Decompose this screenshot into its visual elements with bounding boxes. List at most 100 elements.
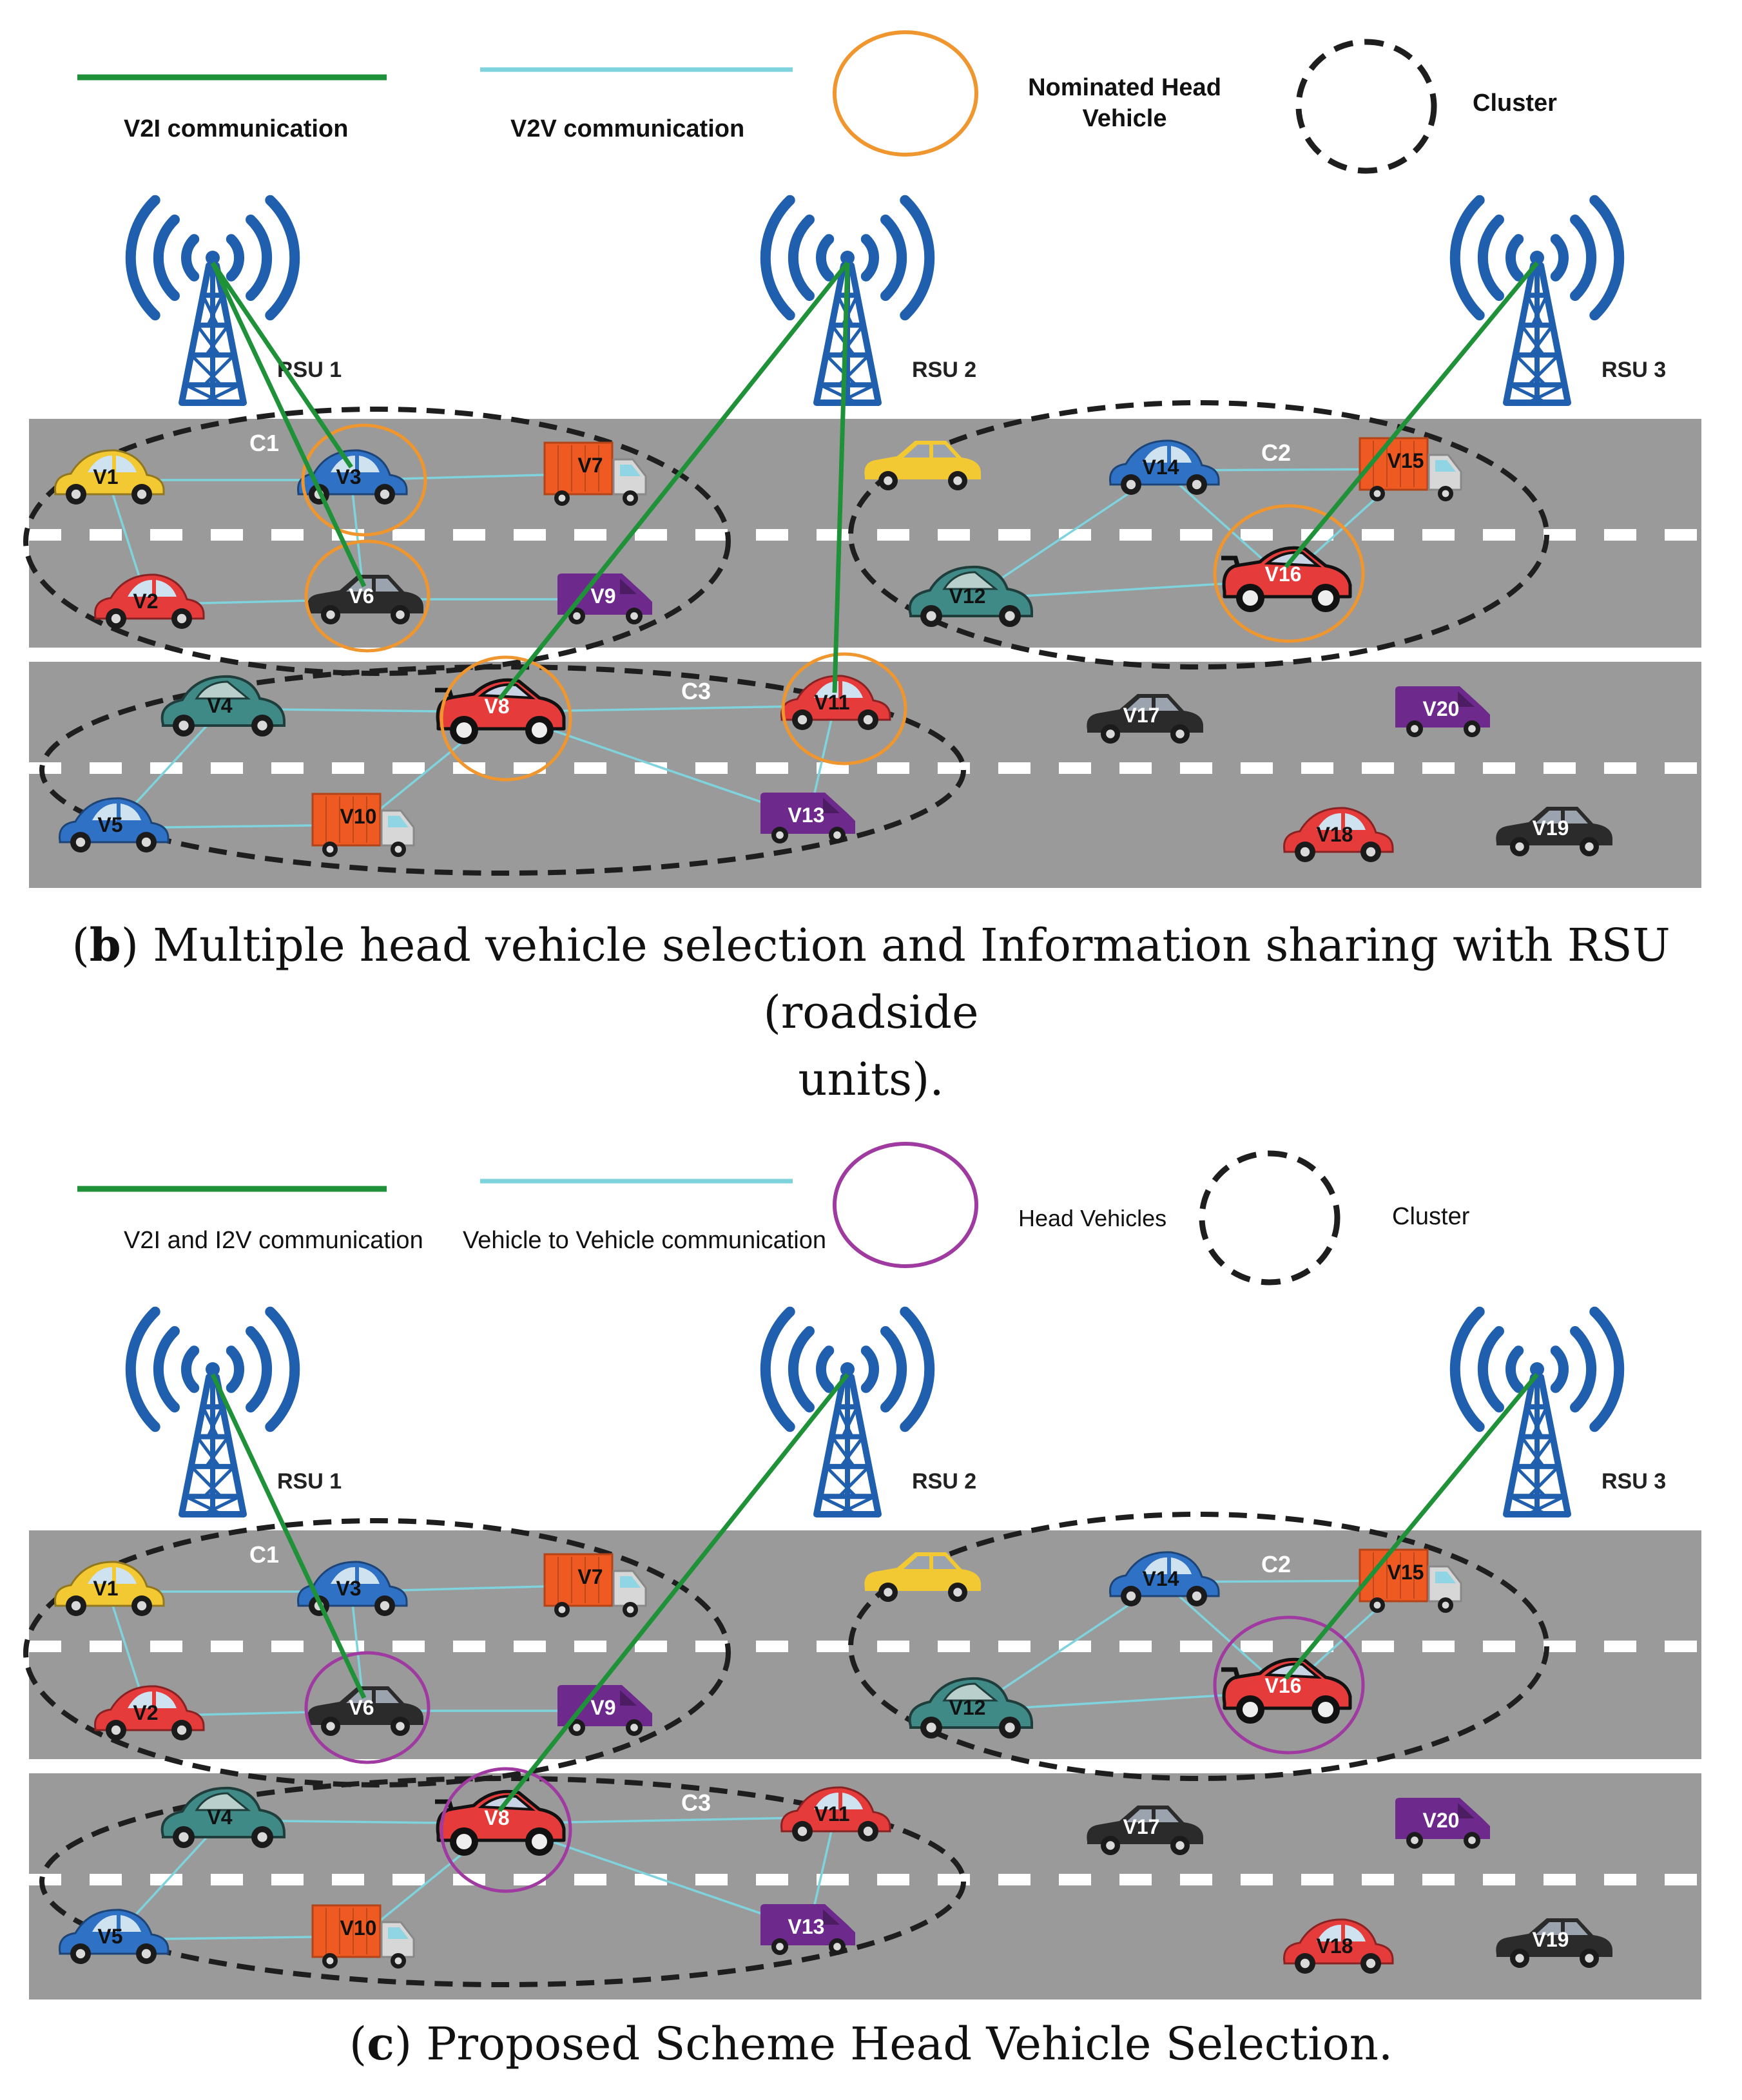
v2i-link: [1284, 261, 1539, 569]
truck-cargo-icon: [311, 793, 382, 847]
tower-brace-icon: [1509, 1494, 1547, 1516]
rsu-tower-icon: [760, 195, 935, 406]
beetle-window-icon: [128, 1691, 152, 1708]
vehicle-label: V4: [207, 694, 232, 717]
tower-brace-icon: [1520, 324, 1545, 356]
radio-wave-icon: [1505, 1345, 1524, 1393]
vehicle-v1: V1: [54, 1561, 165, 1616]
tower-brace-icon: [195, 324, 221, 356]
cluster-ring: [848, 1512, 1549, 1781]
beetle-window-icon: [1143, 1557, 1167, 1574]
radio-wave-icon: [860, 1345, 879, 1393]
radio-wave-icon: [246, 214, 273, 302]
v2i-link: [832, 262, 850, 693]
radio-wave-icon: [1589, 195, 1625, 321]
beetle-window-icon: [814, 1793, 838, 1809]
vehicle-v20: V20: [1395, 686, 1490, 737]
sedan-body-icon: [864, 441, 981, 479]
vehicle-label: V20: [1423, 1809, 1460, 1832]
vehicle-v8: V8: [435, 678, 566, 744]
beetle-window-icon: [359, 1567, 380, 1584]
vehicle-v15: V15: [1359, 437, 1462, 501]
hubcap-icon: [797, 1826, 808, 1836]
hubcap-icon: [1126, 479, 1136, 490]
classic-car-window-icon: [942, 1682, 999, 1702]
vehicle-label: V3: [336, 1577, 361, 1600]
beetle-window-icon: [88, 456, 112, 472]
sedan-body-icon: [1087, 1806, 1203, 1844]
vehicle-v17: V17: [1087, 1806, 1203, 1855]
tower-brace-icon: [206, 1406, 224, 1438]
tower-brace-icon: [1525, 294, 1544, 326]
classic-car-window-icon: [942, 571, 999, 590]
tower-brace-icon: [841, 1406, 859, 1438]
radio-wave-icon: [1449, 1306, 1485, 1432]
vehicle-v11: V11: [780, 675, 891, 730]
beetle-window-icon: [156, 580, 177, 597]
hubcap-icon: [1192, 479, 1202, 490]
tower-brace-icon: [1514, 1465, 1547, 1498]
beetle-window-icon: [1345, 1925, 1366, 1941]
hubcap-icon: [71, 489, 81, 499]
hubcap-icon: [776, 831, 784, 839]
hubcap-icon: [326, 845, 334, 853]
van-window-icon: [1458, 691, 1475, 707]
vehicle-label: V16: [1265, 1674, 1302, 1697]
hubcap-icon: [177, 1725, 187, 1735]
vehicle-v6: V6: [307, 1686, 423, 1736]
hubcap-icon: [833, 1943, 841, 1951]
rsu-tower-icon: [760, 1306, 935, 1517]
van-window-icon: [1458, 1803, 1475, 1818]
vehicle-label: V2: [133, 590, 158, 613]
tower-brace-icon: [1529, 324, 1554, 356]
classic-car-body-icon: [160, 1786, 285, 1838]
hubcap-icon: [573, 1724, 581, 1731]
rsu-tower-icon: [125, 195, 300, 406]
sedan-body-icon: [1496, 807, 1612, 845]
rsu-tower-icon: [1449, 195, 1625, 406]
hubcap-icon: [257, 720, 267, 731]
beetle-window-icon: [1171, 446, 1192, 463]
truck-cargo-icon: [311, 1904, 382, 1958]
vehicle-label: V17: [1123, 1815, 1160, 1838]
caption-c: (c) Proposed Scheme Head Vehicle Selecti…: [349, 2017, 1393, 2070]
rsu-tower-icon: [1449, 1306, 1625, 1517]
truck-window-icon: [1435, 1572, 1456, 1583]
beetle-window-icon: [88, 1567, 112, 1584]
sedan-window-icon: [1565, 1922, 1588, 1935]
radio-wave-icon: [900, 195, 935, 321]
vehicle-label: V1: [93, 1577, 118, 1600]
spoiler-icon: [1221, 555, 1241, 568]
hubcap-icon: [1243, 1702, 1258, 1717]
tower-brace-icon: [838, 1465, 871, 1498]
rsu-tower-icon: [125, 1306, 300, 1517]
hubcap-icon: [394, 845, 402, 853]
radio-wave-icon: [265, 1306, 300, 1432]
hubcap-icon: [953, 476, 962, 485]
beetle-window-icon: [1171, 1557, 1192, 1574]
vehicle-label: V13: [788, 804, 825, 827]
tower-brace-icon: [1509, 383, 1547, 405]
hubcap-icon: [1318, 590, 1333, 606]
tower-brace-icon: [819, 383, 858, 405]
sportscar-body-icon: [1222, 1657, 1352, 1710]
sedan-window-icon: [1156, 1809, 1179, 1822]
v2i-link: [210, 1373, 367, 1699]
radio-wave-icon: [1449, 195, 1485, 321]
sedan-body-icon: [1087, 694, 1203, 733]
radio-wave-icon: [1589, 1306, 1625, 1432]
tower-brace-icon: [1531, 294, 1549, 326]
radio-wave-icon: [1550, 234, 1569, 282]
caption-b-letter: b: [89, 918, 121, 972]
legend-head-swatch: [833, 30, 978, 157]
radio-wave-icon: [226, 234, 244, 282]
hubcap-icon: [179, 1832, 189, 1842]
van-window-icon: [620, 579, 637, 594]
hubcap-icon: [884, 1588, 893, 1597]
vehicle-v16: V16: [1221, 1657, 1352, 1724]
tower-brace-icon: [204, 324, 230, 356]
v2i-link: [211, 262, 353, 468]
hubcap-icon: [1300, 1958, 1310, 1969]
